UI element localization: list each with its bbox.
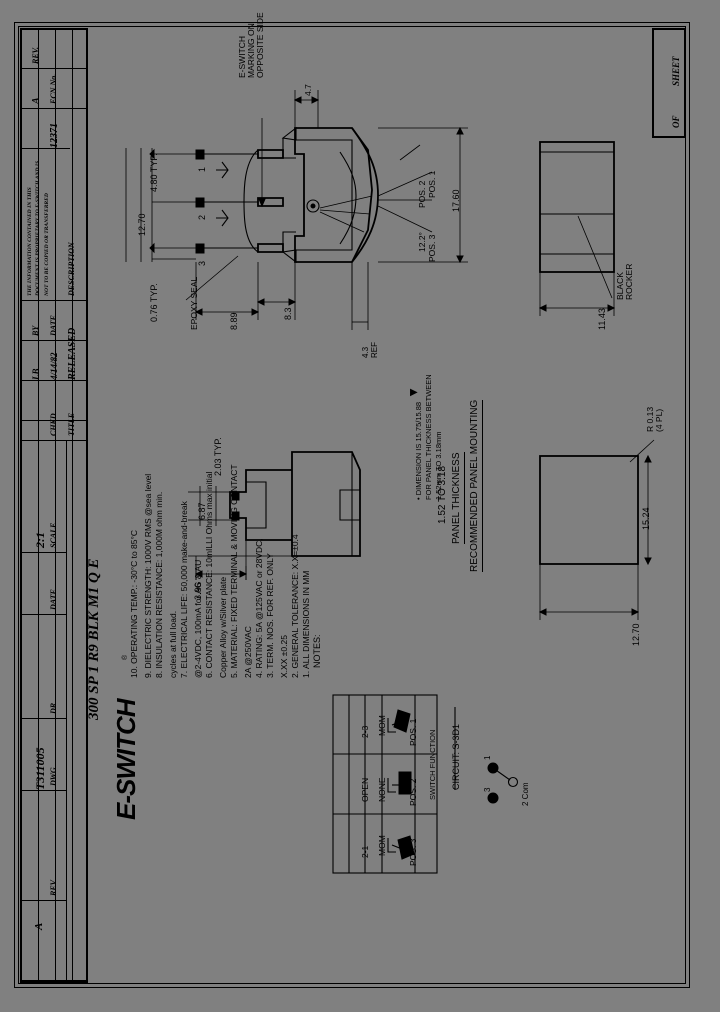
row2-action: NONE bbox=[377, 777, 387, 802]
pin-1-label: 1 bbox=[197, 166, 207, 172]
note-item-8: 8. INSULATION RESISTANCE: 1,000M ohm min… bbox=[154, 491, 164, 678]
note-item-9: 9. DIELECTRIC STRENGTH: 1000V RMS @sea l… bbox=[143, 473, 153, 678]
pin-3-label: 3 bbox=[197, 260, 207, 266]
tb-rule-2 bbox=[55, 28, 56, 982]
sheet-of-box bbox=[652, 28, 686, 138]
tb-row-3 bbox=[20, 148, 70, 149]
epoxy-seal-callout: EPOXY SEAL bbox=[189, 276, 199, 330]
panel-thickness-heading-text: PANEL THICKNESS bbox=[451, 452, 465, 544]
pin-2-label: 2 bbox=[197, 214, 207, 220]
tb-row-6 bbox=[20, 380, 88, 381]
note-item-4b: 2A @250VAC bbox=[243, 626, 253, 678]
lower-side-view bbox=[188, 451, 361, 580]
dim-12-70: 12.70 bbox=[137, 213, 147, 236]
panel-note-marker: ▶ bbox=[410, 387, 418, 398]
dim-11-43: 11.43 bbox=[597, 308, 607, 330]
rocker-pictogram-pos3 bbox=[387, 835, 415, 860]
dim-12-70-panel: 12.70 bbox=[631, 623, 641, 646]
black-rocker-callout: BLACK ROCKER bbox=[615, 263, 635, 300]
note-item-6b: @2-4VDC, 100mA for AG & AU bbox=[193, 559, 203, 678]
dim-2-03-typ: 2.03 TYP. bbox=[213, 437, 223, 476]
row3-action: MOM bbox=[377, 835, 387, 856]
note-item-3: 3. TERM. NOS. FOR REF. ONLY bbox=[265, 553, 275, 678]
panel-thickness-note: • DIMENSION IS 15.75/15.88 FOR PANEL THI… bbox=[414, 374, 444, 500]
tb-row-4 bbox=[20, 300, 88, 301]
rocker-pictogram-pos1 bbox=[387, 709, 411, 733]
dim-r-0-13: R 0.13 (4 PL) bbox=[645, 406, 665, 432]
tb-row-12 bbox=[20, 790, 66, 791]
notes-heading: NOTES: bbox=[312, 634, 322, 668]
circuit-terminal-2: 2 Com bbox=[521, 782, 530, 806]
row3-position: POS. 3 bbox=[408, 838, 418, 866]
row2-position: POS. 2 bbox=[408, 778, 418, 806]
rocker-body bbox=[281, 126, 379, 264]
tb-row-1 bbox=[20, 68, 88, 69]
dim-4-80-typ: 4.80 TYP. bbox=[149, 153, 159, 192]
row2-circuit: OPEN bbox=[360, 777, 370, 802]
note-item-2b: X.XX ±0.25 bbox=[279, 635, 289, 678]
pos-3-label: POS. 3 bbox=[427, 234, 437, 262]
sheet-border-inner bbox=[18, 26, 686, 984]
row1-circuit: 2-3 bbox=[360, 725, 370, 738]
title-block bbox=[20, 28, 88, 982]
dim-8-3: 8.3 bbox=[283, 307, 293, 320]
panel-mounting-heading-text: RECOMMENDED PANEL MOUNTING bbox=[469, 399, 483, 572]
rocker-pictogram-pos2 bbox=[387, 771, 412, 795]
tb-row-7 bbox=[20, 420, 88, 421]
terminal-pins bbox=[195, 149, 284, 254]
circuit-terminal-1: 1 bbox=[483, 755, 492, 760]
right-side-view bbox=[538, 141, 616, 316]
note-item-5b: Copper Alloy w/Silver plate bbox=[218, 576, 228, 678]
tb-row-8 bbox=[20, 440, 88, 441]
dim-17-60: 17.60 bbox=[451, 189, 461, 212]
dim-12-2-deg: 12.2° bbox=[417, 232, 427, 252]
panel-thickness-heading: PANEL THICKNESS bbox=[451, 452, 465, 544]
switch-function-title: SWITCH FUNCTION bbox=[428, 729, 437, 800]
row1-position: POS. 1 bbox=[408, 718, 418, 746]
tb-row-9 bbox=[20, 552, 66, 553]
dim-4-3-ref: 4.3 REF bbox=[361, 342, 379, 358]
panel-cutout-view bbox=[538, 439, 655, 620]
switch-function-table-graphics bbox=[332, 694, 438, 874]
tb-row-2 bbox=[20, 108, 88, 109]
panel-mounting-heading: RECOMMENDED PANEL MOUNTING bbox=[469, 399, 483, 572]
note-item-1: 1. ALL DIMENSIONS IN MM bbox=[301, 570, 311, 678]
front-view-dimension-lines bbox=[125, 90, 468, 330]
tb-row-5 bbox=[20, 340, 88, 341]
sheet-border-outer bbox=[14, 22, 690, 988]
note-item-7b: cycles at full load. bbox=[168, 610, 178, 678]
eswitch-marking-callout: E-SWITCH MARKING ON OPPOSITE SIDE bbox=[237, 12, 266, 78]
tb-row-10 bbox=[20, 614, 66, 615]
pos-1-label: POS. 1 bbox=[427, 170, 437, 198]
note-item-5: 5. MATERIAL: FIXED TERMINAL & MOVING CON… bbox=[229, 464, 239, 678]
pos-2-label: POS. 2 bbox=[417, 180, 427, 208]
tb-row-11 bbox=[20, 718, 66, 719]
note-item-7: 7. ELECTRICAL LIFE: 50,000 make-and-brea… bbox=[179, 501, 189, 678]
note-item-6: 6. CONTACT RESISTANCE: 10mILLI Ohms max … bbox=[204, 471, 214, 678]
circuit-label: CIRCUIT: S-3D1 bbox=[451, 723, 461, 790]
tb-row-13 bbox=[20, 900, 66, 901]
dim-0-76-typ: 0.76 TYP. bbox=[149, 283, 159, 322]
tb-row-14 bbox=[20, 982, 88, 983]
circuit-terminal-3: 3 bbox=[483, 787, 492, 792]
tb-rule-4 bbox=[66, 440, 67, 982]
row3-circuit: 2-1 bbox=[360, 845, 370, 858]
note-item-10: 10. OPERATING TEMP.: -30°C to 85°C bbox=[129, 529, 139, 678]
dim-8-89: 8.89 bbox=[229, 312, 239, 330]
dim-4-7: 4.7 bbox=[303, 84, 313, 96]
note-item-2: 2. GENERAL TOLERANCE: X.X=±0.4 bbox=[290, 534, 300, 678]
dim-15-24-panel: 15.24 bbox=[641, 507, 651, 530]
note-item-4: 4. RATING: 5A @125VAC or 28VDC, bbox=[254, 538, 264, 678]
tb-rule-3 bbox=[72, 28, 73, 982]
circuit-diagram-graphics bbox=[454, 707, 519, 804]
row1-action: MOM bbox=[377, 715, 387, 736]
tb-rule-1 bbox=[38, 28, 39, 982]
